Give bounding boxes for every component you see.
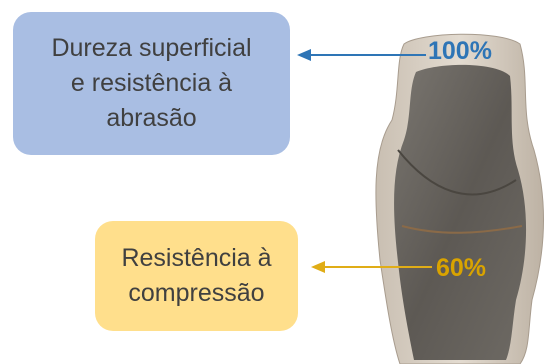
core-label-line-1: Resistência à [121, 244, 272, 272]
surface-value: 100% [428, 37, 492, 65]
arrow-left-icon [297, 49, 311, 61]
arrow-left-icon [311, 261, 325, 273]
surface-property-label: Dureza superficial e resistência à abras… [13, 12, 290, 155]
core-label-line-2: compressão [128, 279, 265, 307]
surface-label-line-3: abrasão [106, 104, 197, 132]
core-property-label: Resistência à compressão [95, 221, 298, 331]
surface-label-line-1: Dureza superficial [51, 34, 252, 62]
block-core [394, 64, 527, 361]
layer-interface-line-2 [401, 225, 523, 234]
core-value: 60% [436, 254, 487, 282]
surface-label-line-2: e resistência à [70, 69, 233, 97]
layer-interface-line [397, 149, 517, 196]
